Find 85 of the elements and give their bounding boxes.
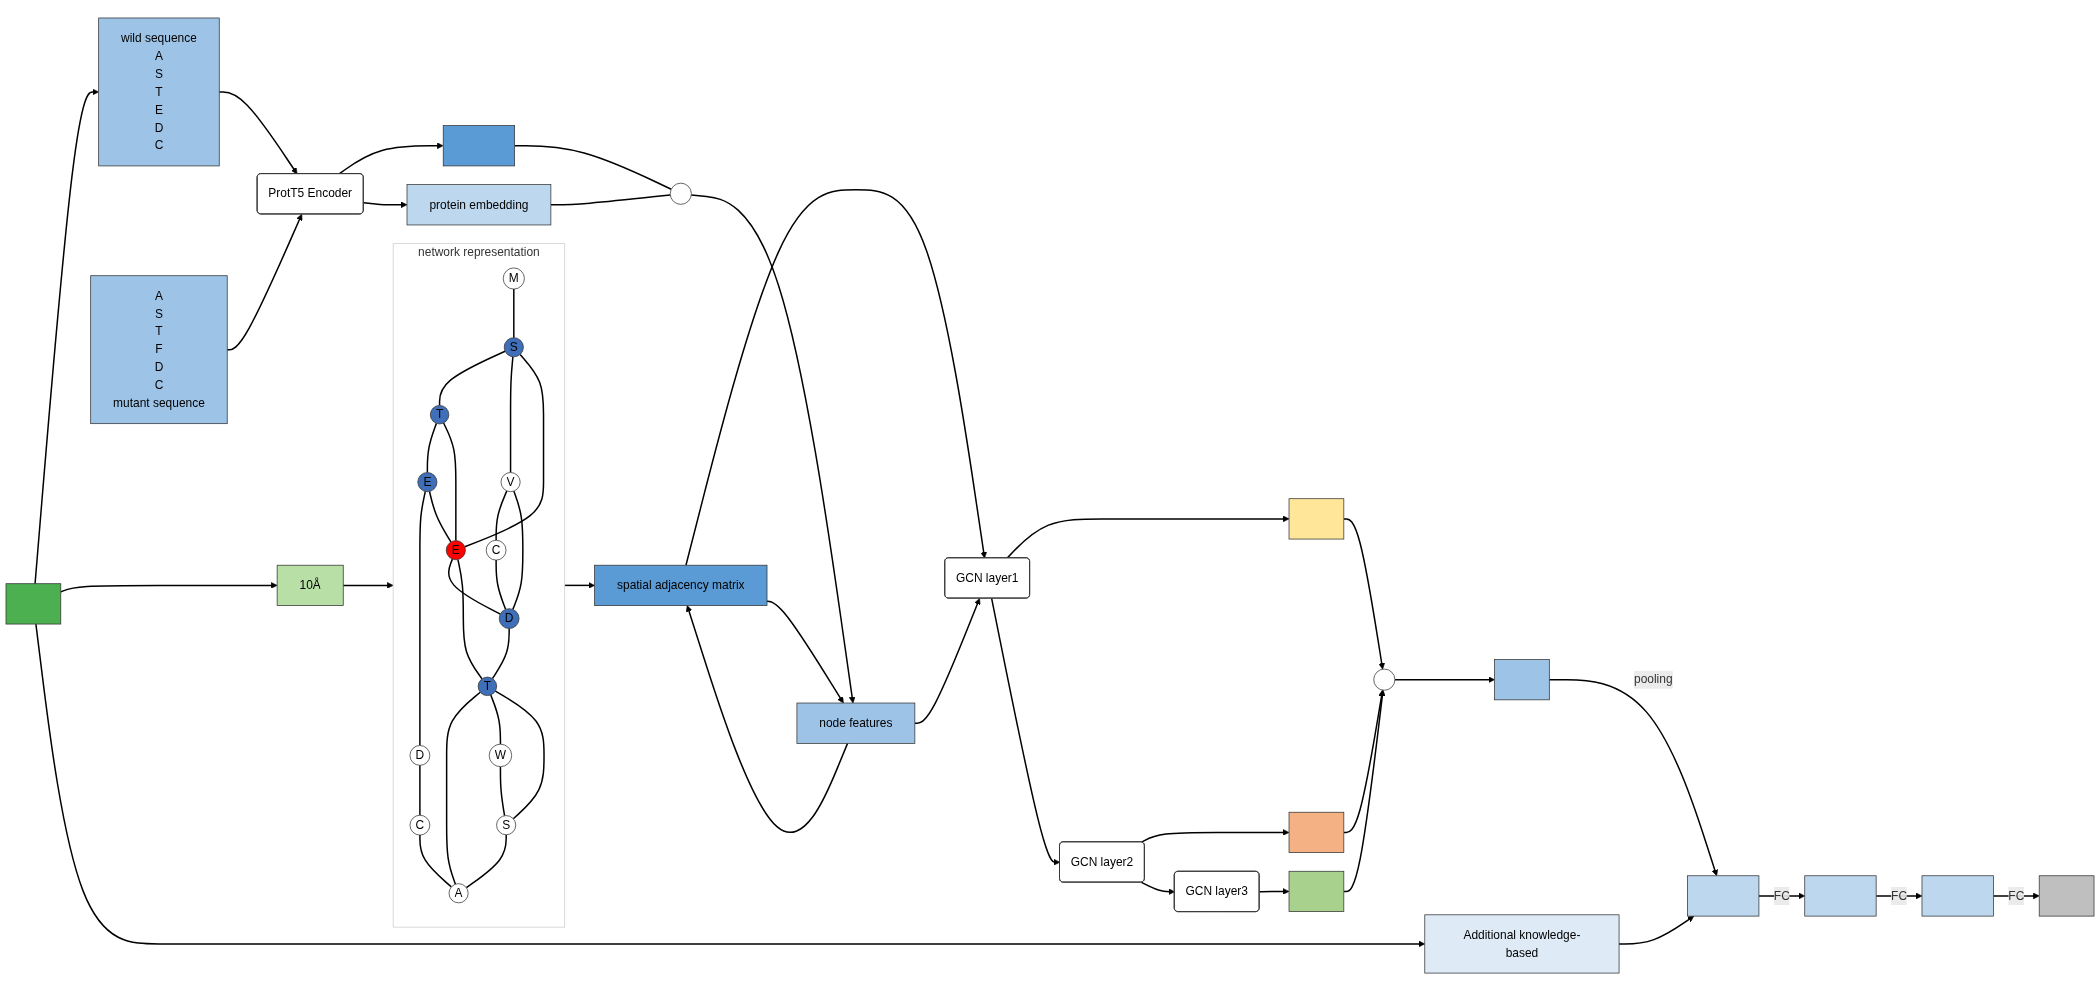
node-box xyxy=(2038,875,2095,917)
node-circle: T xyxy=(429,405,450,425)
arrow xyxy=(690,194,856,704)
node-circle xyxy=(1373,669,1396,692)
connector xyxy=(419,765,421,817)
connector xyxy=(419,834,453,889)
node-circle xyxy=(669,183,692,206)
arrow xyxy=(1140,882,1175,896)
edge-label: FC xyxy=(1891,889,1908,903)
node-circle: C xyxy=(409,815,431,836)
node-circle: W xyxy=(488,744,513,768)
connector xyxy=(513,145,672,191)
arrow xyxy=(1548,679,1718,877)
arrow xyxy=(766,600,844,704)
connector xyxy=(457,559,483,681)
arrow xyxy=(34,89,99,585)
node-circle: C xyxy=(485,540,507,561)
node-bar xyxy=(1921,875,1994,917)
connector xyxy=(495,559,507,611)
node-circle: S xyxy=(496,815,517,836)
connector xyxy=(465,834,507,889)
connector xyxy=(438,350,506,407)
node-circle: D xyxy=(409,745,431,767)
node-circle: E xyxy=(417,472,438,493)
arrow xyxy=(1343,690,1386,893)
node-circle: T xyxy=(477,677,498,697)
node-box xyxy=(1288,498,1345,540)
arrow xyxy=(362,201,408,209)
connector xyxy=(464,354,545,548)
arrow xyxy=(563,582,595,590)
arrow xyxy=(990,598,1061,866)
arrow xyxy=(1618,916,1695,946)
edge-label: FC xyxy=(2008,889,2025,903)
arrow xyxy=(338,142,444,176)
arrow xyxy=(35,623,1426,948)
edge-label: FC xyxy=(1773,889,1790,903)
node-box: protein embedding xyxy=(406,184,552,226)
arrow xyxy=(1758,893,1806,900)
connector xyxy=(494,690,545,820)
connector xyxy=(509,356,514,474)
arrow xyxy=(685,189,987,567)
connector xyxy=(550,194,671,206)
connector xyxy=(447,558,502,616)
arrow xyxy=(226,214,303,351)
node-box: spatial adjacency matrix xyxy=(594,565,768,607)
connector xyxy=(490,694,502,746)
node-box xyxy=(5,583,62,625)
connector xyxy=(442,422,457,542)
arrow xyxy=(1394,676,1495,684)
arrow xyxy=(342,582,394,590)
node-circle: M xyxy=(502,268,525,290)
arrow xyxy=(60,582,278,594)
arrow xyxy=(1258,888,1290,896)
node-circle: E xyxy=(445,540,466,561)
arrow xyxy=(685,605,849,834)
arrow xyxy=(1343,518,1385,670)
node-box xyxy=(1288,871,1345,913)
node-box: node features xyxy=(796,703,916,745)
connector xyxy=(491,628,510,680)
node-box: 10Å xyxy=(276,565,344,607)
node-box: A S T F D C mutant sequence xyxy=(90,275,228,425)
node-box: wild sequence A S T E D C xyxy=(98,18,220,167)
connector xyxy=(499,766,506,817)
node-circle: A xyxy=(448,883,469,904)
arrow xyxy=(1140,829,1290,844)
node-bar xyxy=(1804,875,1877,917)
connector xyxy=(513,288,515,339)
connector xyxy=(428,491,452,544)
node-circle: V xyxy=(500,472,521,493)
node-circle: D xyxy=(498,608,520,630)
arrow xyxy=(1006,516,1290,560)
edge-label: pooling xyxy=(1634,673,1673,687)
arrow xyxy=(218,91,298,175)
node-box: Additional knowledge-based xyxy=(1424,914,1620,974)
arrow xyxy=(914,598,981,725)
node-bar xyxy=(1687,875,1760,917)
node-box xyxy=(1494,659,1550,701)
connector xyxy=(445,691,481,886)
connector xyxy=(512,490,524,611)
node-box xyxy=(1288,812,1345,854)
node-bar xyxy=(442,125,515,167)
connector xyxy=(419,491,427,747)
connector xyxy=(426,423,438,474)
node-circle: S xyxy=(503,337,524,358)
connector xyxy=(495,490,508,542)
